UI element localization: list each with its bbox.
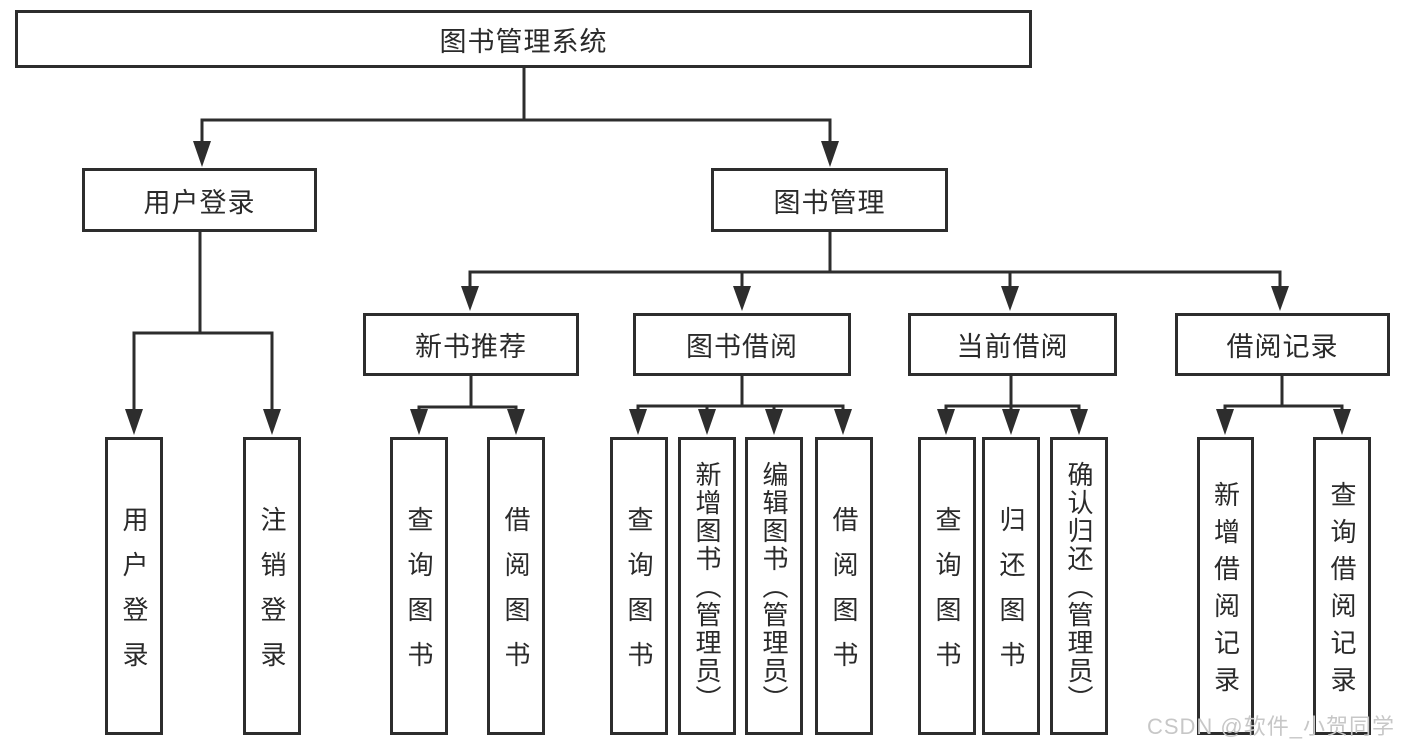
leaf-logout-label: 注销登录 <box>257 505 287 686</box>
node-borrow-records-label: 借阅记录 <box>1226 332 1339 362</box>
leaf-edit-books-admin-label: 编辑图书（管理员） <box>759 461 789 713</box>
leaf-query-borrow-record-label: 查询借阅记录 <box>1327 480 1357 703</box>
node-new-book-recommend-label: 新书推荐 <box>415 332 527 362</box>
leaf-borrow-borrow-books: 借阅图书 <box>815 437 873 735</box>
node-current-borrow-label: 当前借阅 <box>956 332 1069 362</box>
leaf-current-query-books-label: 查询图书 <box>932 505 962 686</box>
leaf-newrec-borrow-books: 借阅图书 <box>487 437 545 735</box>
leaf-confirm-return-admin: 确认归还（管理员） <box>1050 437 1108 735</box>
node-root-label: 图书管理系统 <box>439 26 608 57</box>
leaf-logout: 注销登录 <box>243 437 301 735</box>
node-borrow-records: 借阅记录 <box>1175 313 1390 376</box>
leaf-query-borrow-record: 查询借阅记录 <box>1313 437 1371 735</box>
leaf-return-books: 归还图书 <box>982 437 1040 735</box>
leaf-add-borrow-record: 新增借阅记录 <box>1197 437 1254 735</box>
leaf-edit-books-admin: 编辑图书（管理员） <box>745 437 803 735</box>
leaf-newrec-borrow-books-label: 借阅图书 <box>501 505 531 686</box>
leaf-add-borrow-record-label: 新增借阅记录 <box>1210 480 1241 703</box>
node-book-management: 图书管理 <box>711 168 948 232</box>
leaf-add-books-admin: 新增图书（管理员） <box>678 437 736 735</box>
leaf-borrow-query-books: 查询图书 <box>610 437 668 735</box>
watermark: CSDN @软件_小贺同学 <box>1146 714 1395 739</box>
node-book-management-label: 图书管理 <box>773 187 886 218</box>
node-user-login-label: 用户登录 <box>143 187 256 218</box>
node-root: 图书管理系统 <box>15 10 1032 68</box>
leaf-newrec-query-books: 查询图书 <box>390 437 448 735</box>
node-book-borrow: 图书借阅 <box>633 313 851 376</box>
leaf-return-books-label: 归还图书 <box>996 505 1026 686</box>
leaf-borrow-query-books-label: 查询图书 <box>624 505 654 686</box>
node-book-borrow-label: 图书借阅 <box>686 332 798 362</box>
leaf-add-books-admin-label: 新增图书（管理员） <box>692 461 722 713</box>
leaf-current-query-books: 查询图书 <box>918 437 976 735</box>
leaf-newrec-query-books-label: 查询图书 <box>404 505 434 686</box>
node-user-login: 用户登录 <box>82 168 317 232</box>
node-current-borrow: 当前借阅 <box>908 313 1117 376</box>
leaf-confirm-return-admin-label: 确认归还（管理员） <box>1064 461 1094 713</box>
node-new-book-recommend: 新书推荐 <box>363 313 579 376</box>
leaf-user-login-label: 用户登录 <box>119 505 149 686</box>
leaf-user-login: 用户登录 <box>105 437 163 735</box>
leaf-borrow-borrow-books-label: 借阅图书 <box>829 505 859 686</box>
